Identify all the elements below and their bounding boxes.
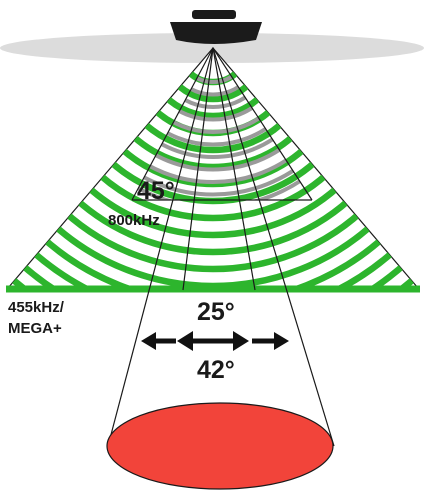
side-scan-arc [141,48,285,120]
wide-frequency-label: 800kHz [108,212,160,229]
wide-down-beam [131,46,313,201]
boat-icon [170,10,262,44]
down-imaging-beam [106,47,335,490]
wide-down-arc [132,48,299,134]
double-arrow-icon [177,331,249,351]
side-scan-arc [90,48,336,171]
side-frequency-label-line2: MEGA+ [8,320,62,337]
down-cone-left-edge [107,47,214,447]
wide-down-arc [132,48,312,184]
wide-down-arc [164,48,262,97]
side-scan-arc [22,48,404,239]
wide-down-arc [152,48,274,109]
side-scan-arc [39,48,387,222]
down-outer-angle-label: 42° [197,356,235,384]
side-scan-arc [158,48,268,103]
water-surface [0,33,424,63]
arrow-left-icon [141,332,176,350]
wide-down-arc [177,48,249,84]
side-scan-arc [107,48,319,154]
side-scan-arc [56,48,370,205]
wide-down-arcs [132,48,312,200]
wide-angle-label: 45° [137,177,175,205]
wide-down-arc [139,48,287,122]
down-inner-angle-label: 25° [197,298,235,326]
wide-down-arc [132,48,312,147]
side-scan-arc [8,48,418,256]
down-cone-right-edge [212,47,335,447]
side-frequency-label-line1: 455kHz/ [8,299,65,316]
wide-down-arc [132,48,312,197]
side-scan-arc [8,48,418,273]
bottom-coverage-spot [106,402,334,490]
arrow-right-icon [252,332,289,350]
wide-down-arc [132,48,312,159]
down-inner-left-edge [182,47,214,291]
wide-down-arc [132,48,312,172]
down-inner-right-edge [212,47,256,291]
